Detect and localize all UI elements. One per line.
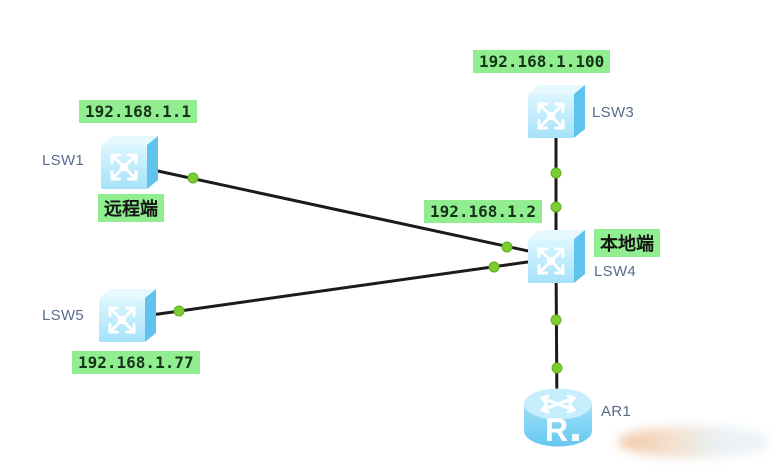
device-lsw3-switch-icon[interactable] [526, 82, 586, 140]
port-status-dot [550, 314, 562, 326]
port-status-dot [488, 261, 500, 273]
device-name-lsw1: LSW1 [42, 152, 85, 169]
watermark-smudge [618, 426, 770, 458]
ip-label-lsw4: 192.168.1.2 [424, 200, 542, 223]
role-label-remote: 远程端 [98, 194, 164, 222]
port-status-dot [173, 305, 185, 317]
link-lsw5-lsw4[interactable] [129, 256, 557, 320]
port-status-dot [187, 172, 199, 184]
port-status-dot [501, 241, 513, 253]
port-status-dot [551, 362, 563, 374]
link-lsw1-lsw4[interactable] [129, 163, 557, 259]
device-name-lsw5: LSW5 [42, 307, 85, 324]
device-ar1-router-icon[interactable] [521, 384, 595, 450]
device-name-lsw3: LSW3 [592, 104, 635, 121]
port-status-dot [550, 201, 562, 213]
ip-label-lsw5: 192.168.1.77 [72, 351, 200, 374]
device-lsw4-switch-icon[interactable] [526, 227, 586, 285]
ip-label-lsw1: 192.168.1.1 [79, 100, 197, 123]
port-status-dot [550, 167, 562, 179]
device-lsw5-switch-icon[interactable] [97, 286, 157, 344]
device-name-lsw4: LSW4 [594, 263, 637, 280]
role-label-local: 本地端 [594, 229, 660, 257]
device-lsw1-switch-icon[interactable] [99, 133, 159, 191]
ip-label-lsw3: 192.168.1.100 [473, 50, 611, 73]
device-name-ar1: AR1 [601, 403, 632, 420]
